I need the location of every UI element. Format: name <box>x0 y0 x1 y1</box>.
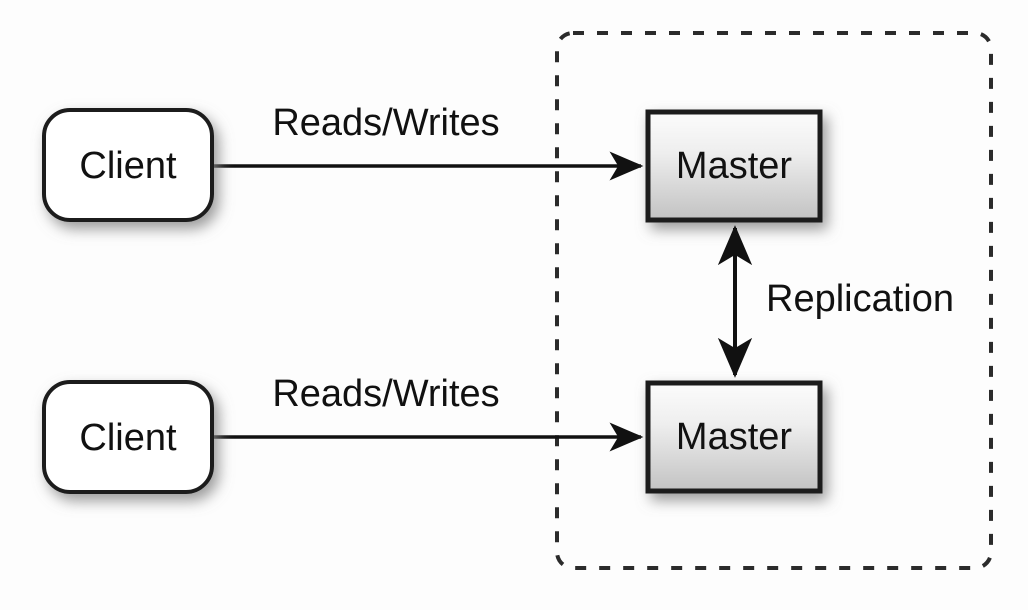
master-bottom-node[interactable] <box>645 380 823 494</box>
client-top-node[interactable] <box>42 108 214 222</box>
master-top-shape[interactable] <box>645 109 823 223</box>
master-bottom-shape[interactable] <box>645 380 823 494</box>
client-top-shape[interactable] <box>42 108 214 222</box>
client-bottom-shape[interactable] <box>42 380 214 494</box>
edge-label-reads-writes-top: Reads/Writes <box>272 102 499 144</box>
edge-label-reads-writes-bottom: Reads/Writes <box>272 373 499 415</box>
client-top-label: Client <box>79 145 177 187</box>
edge-label-replication: Replication <box>766 278 954 320</box>
master-top-node[interactable] <box>645 109 823 223</box>
client-bottom-label: Client <box>79 417 177 459</box>
master-top-label: Master <box>676 145 792 187</box>
master-bottom-label: Master <box>676 416 792 458</box>
client-bottom-node[interactable] <box>42 380 214 494</box>
replication-cluster-boundary <box>555 31 993 570</box>
